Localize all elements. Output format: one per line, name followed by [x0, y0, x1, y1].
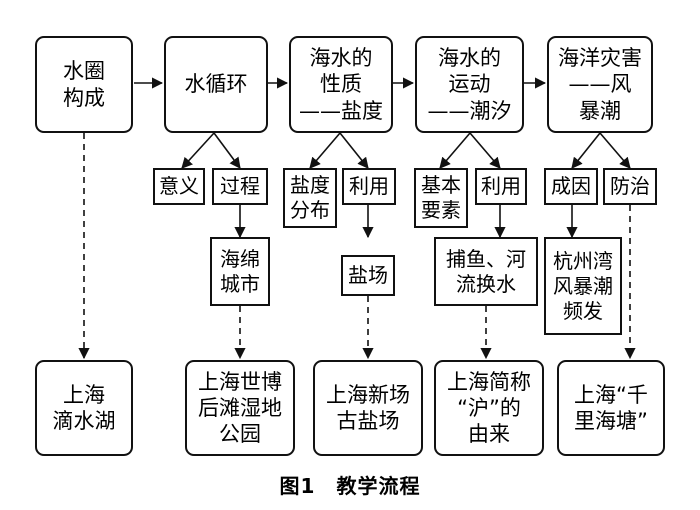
box-storm-surge: 海洋灾害 ——风 暴潮 [547, 36, 653, 133]
arrow-m3-sub1 [309, 132, 341, 169]
sub-prevention: 防治 [603, 168, 657, 205]
arrow-m4-sub2 [469, 132, 501, 169]
detail-salt-field: 盐场 [341, 255, 395, 296]
sub-process: 过程 [212, 168, 268, 205]
box-seawater-salinity: 海水的 性质 ——盐度 [289, 36, 393, 133]
box-hydrosphere-composition: 水圈 构成 [35, 36, 133, 133]
sub-tide-use: 利用 [475, 168, 527, 205]
box-water-cycle: 水循环 [164, 36, 268, 133]
sub-salinity-distribution: 盐度 分布 [283, 168, 337, 228]
arrow-m5-sub1 [571, 132, 601, 169]
box-seawater-tides: 海水的 运动 ——潮汐 [415, 36, 524, 133]
sub-significance: 意义 [153, 168, 205, 205]
result-hu-abbreviation-origin: 上海简称 “沪”的 由来 [434, 360, 544, 456]
arrow-m5-sub2 [599, 132, 631, 169]
detail-sponge-city: 海绵 城市 [210, 237, 270, 306]
figure-caption: 图1 教学流程 [279, 474, 421, 498]
arrow-m4-sub1 [439, 132, 471, 169]
detail-fishing-water-exchange: 捕鱼、河 流换水 [434, 237, 538, 306]
arrow-m3-sub2 [339, 132, 369, 169]
result-xinchang-salt-field: 上海新场 古盐场 [313, 360, 423, 456]
result-seawall: 上海“千 里海塘” [557, 360, 665, 456]
sub-cause: 成因 [544, 168, 598, 205]
arrow-m2-sub1 [181, 132, 215, 169]
result-dishui-lake: 上海 滴水湖 [35, 360, 133, 456]
result-houtan-wetland-park: 上海世博 后滩湿地 公园 [185, 360, 295, 456]
arrow-m2-sub2 [213, 132, 241, 169]
sub-salinity-use: 利用 [342, 168, 396, 205]
sub-basic-elements: 基本 要素 [414, 168, 468, 228]
detail-hangzhou-bay-storm-surge: 杭州湾 风暴潮 频发 [544, 237, 622, 335]
